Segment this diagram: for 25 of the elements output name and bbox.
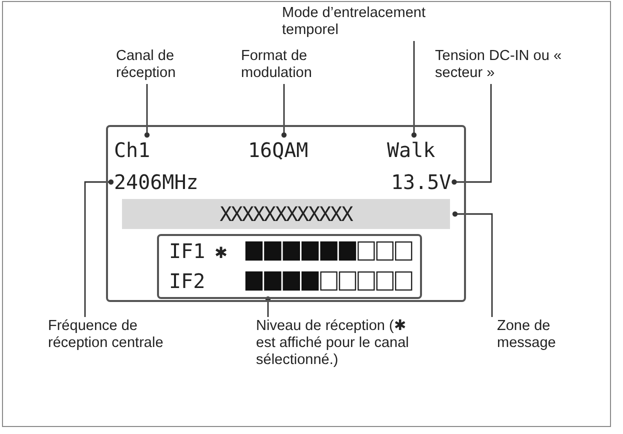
callout-label: Zone de message [497, 318, 587, 352]
lcd-text: 16QAM [248, 139, 308, 161]
lcd-display [106, 125, 466, 302]
lcd-text: IF2 [169, 270, 206, 292]
leader-line [84, 179, 114, 317]
leader-line [144, 84, 150, 138]
callout-label: Niveau de réception (✱ est affiché pour le canal sélectionné.) [256, 318, 416, 369]
lcd-text: IF1 [169, 240, 206, 262]
lcd-text: 13.5V [391, 171, 452, 193]
callout-label: Format de modulation [241, 48, 351, 82]
leader-line [281, 84, 287, 138]
selection-mark: ✱ [215, 240, 228, 262]
callout-label: Mode d’entrelacement temporel [282, 5, 482, 39]
level-panel [157, 234, 422, 299]
lcd-text: Walk [387, 139, 436, 161]
callout-label: Fréquence de réception centrale [48, 318, 188, 352]
leader-line [452, 211, 493, 317]
leader-line [411, 41, 417, 138]
leader-line [452, 84, 492, 185]
callout-label: Canal de réception [116, 48, 226, 82]
leader-line [265, 296, 271, 317]
message-bar: XXXXXXXXXXXX [122, 199, 450, 229]
lcd-text: Ch1 [114, 139, 150, 161]
lcd-text: 2406MHz [114, 171, 198, 193]
callout-label: Tension DC-IN ou « secteur » [435, 48, 567, 82]
